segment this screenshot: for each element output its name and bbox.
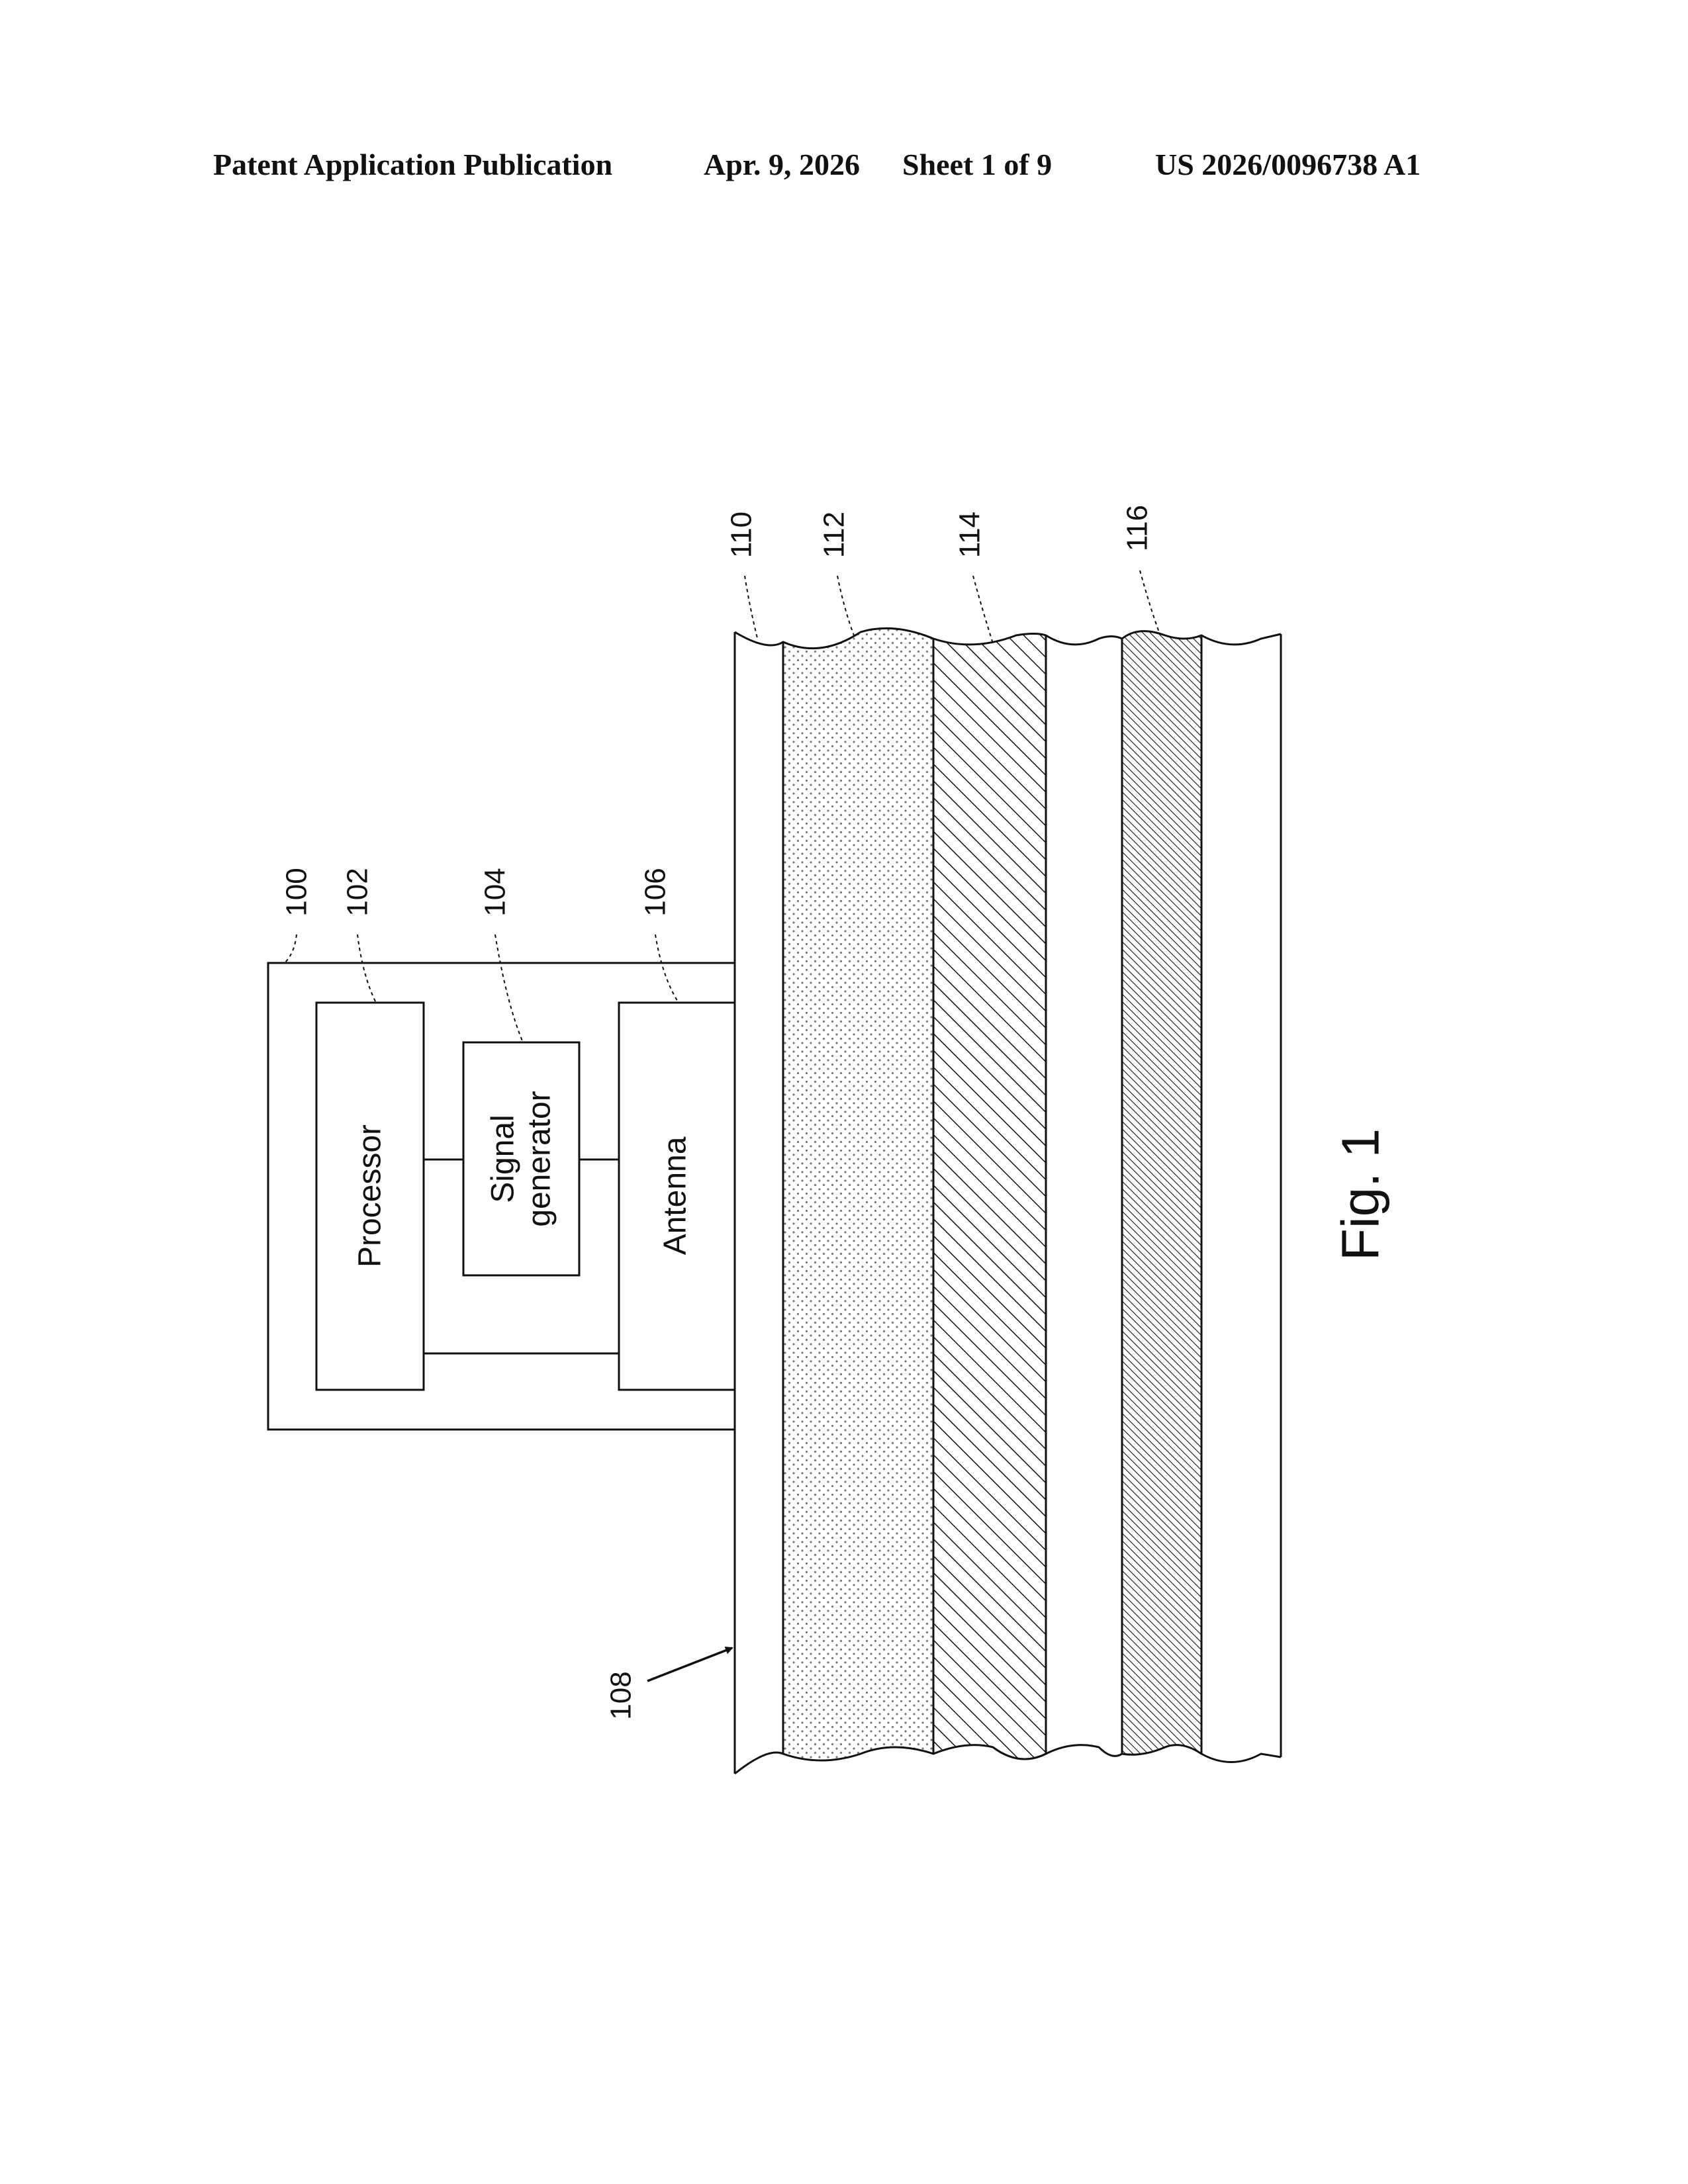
processor-label: Processor <box>353 1124 388 1267</box>
figure-label: Fig. 1 <box>1331 1128 1390 1261</box>
ref-108-arrow <box>647 1648 732 1681</box>
device-100: Processor Signal generator Antenna <box>268 963 735 1430</box>
layer-110 <box>735 632 783 1774</box>
ref-108: 108 <box>605 1671 637 1719</box>
ref-112: 112 <box>818 512 851 558</box>
layer-116 <box>1122 631 1201 1755</box>
signal-generator-label-line1: Signal <box>486 1115 521 1203</box>
ref-114: 114 <box>954 512 986 558</box>
signal-generator-block <box>463 1042 579 1275</box>
ref-116: 116 <box>1121 505 1154 551</box>
antenna-label: Antenna <box>658 1136 693 1255</box>
ref-104: 104 <box>479 868 512 916</box>
ref-110: 110 <box>726 512 758 558</box>
signal-generator-label-line2: generator <box>522 1091 557 1226</box>
layer-112 <box>783 628 933 1760</box>
ref-100: 100 <box>281 868 313 916</box>
layered-structure <box>735 628 1281 1774</box>
ref-106: 106 <box>639 868 672 916</box>
layer-114 <box>933 634 1046 1760</box>
ref-102: 102 <box>342 868 374 916</box>
